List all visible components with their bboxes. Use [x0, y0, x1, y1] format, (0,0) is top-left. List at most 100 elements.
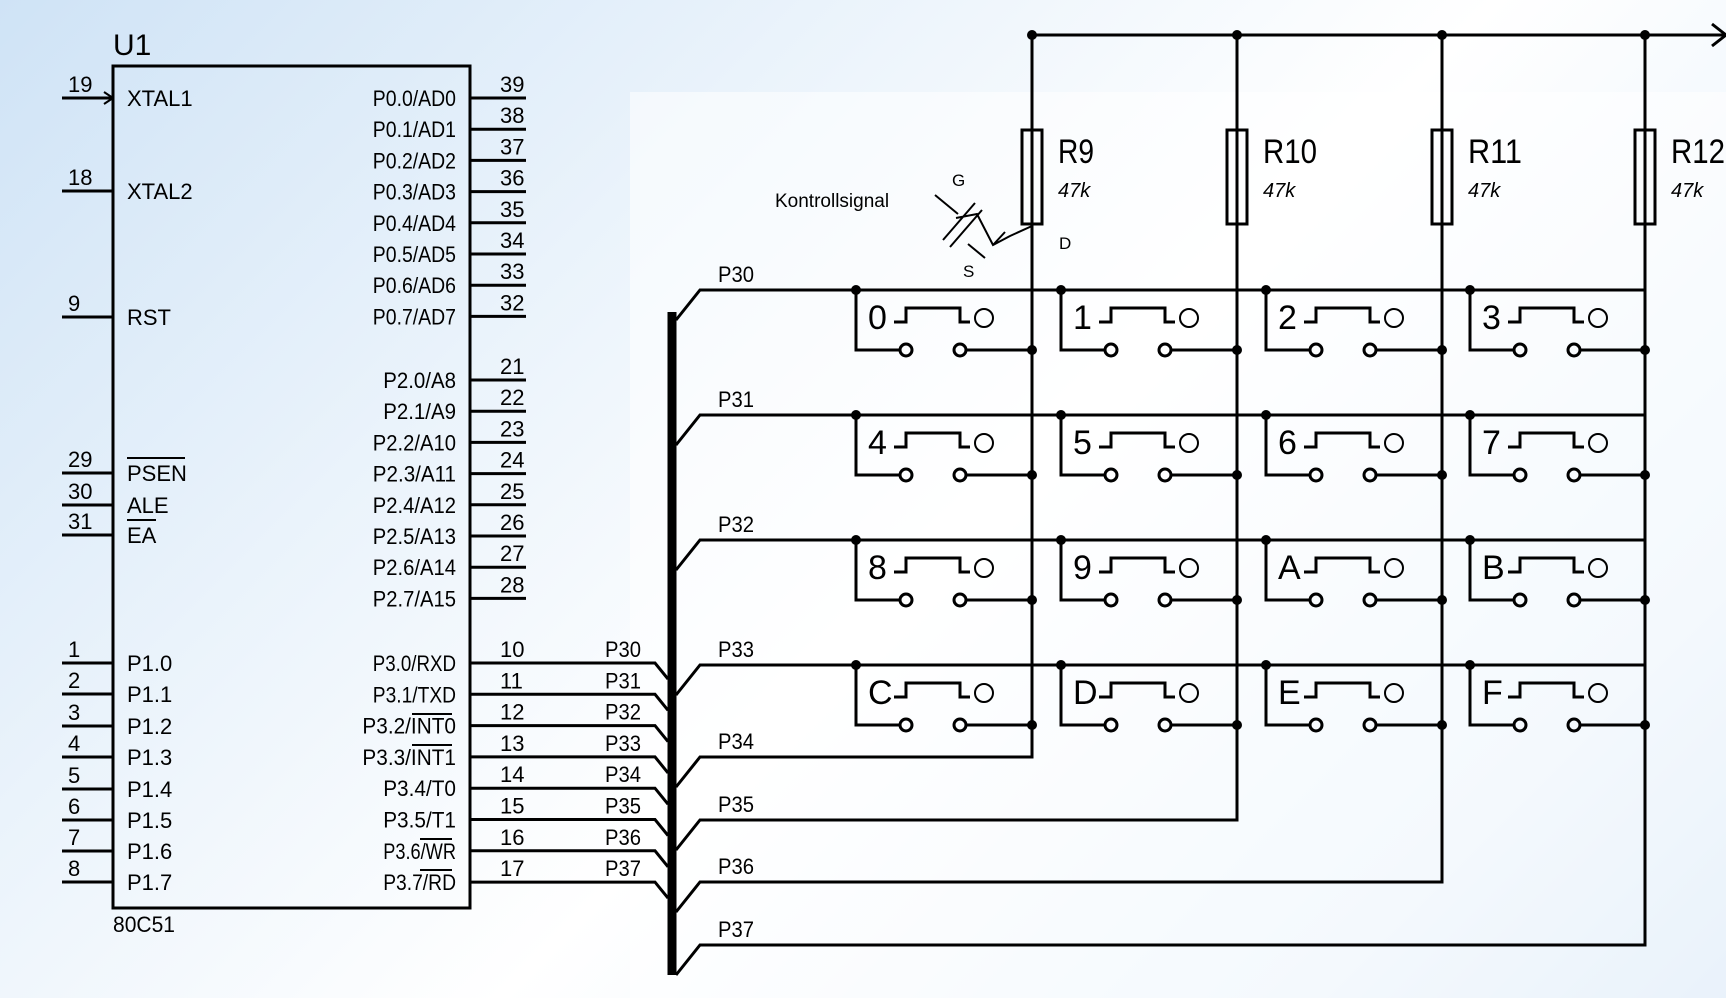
- junction-dot: [1640, 595, 1650, 605]
- junction-dot: [1640, 720, 1650, 730]
- key-actuator: [1508, 681, 1584, 699]
- right-pin-label: P0.3/AD3: [373, 180, 456, 205]
- transistor-symbol: [934, 194, 1033, 259]
- port3-wire: [526, 849, 670, 868]
- resistor-name: R9: [1058, 133, 1094, 171]
- key-label: 7: [1482, 424, 1501, 462]
- key-lead: [1059, 665, 1105, 727]
- right-pin-label: P3.2/INT0: [362, 714, 456, 739]
- key-contact: [1512, 342, 1528, 358]
- port3-net-label: P37: [605, 856, 641, 881]
- key-lead: [854, 540, 900, 602]
- key-contact: [898, 717, 914, 733]
- right-pin-number: 38: [500, 103, 524, 128]
- key-contact: [1512, 717, 1528, 733]
- key-button-icon: [1588, 308, 1608, 328]
- right-pin-number: 21: [500, 354, 524, 379]
- junction-dot: [1027, 720, 1037, 730]
- right-pin-number: 32: [500, 290, 524, 315]
- source-label: S: [963, 262, 974, 281]
- junction-dot: [1027, 345, 1037, 355]
- key-lead: [1468, 415, 1514, 477]
- right-pin-number: 22: [500, 385, 524, 410]
- right-pin-label: P3.3/INT1: [362, 745, 456, 770]
- right-pin-label: P2.7/A15: [373, 586, 456, 611]
- resistor-value: 47k: [1263, 180, 1296, 202]
- key-switch: A: [1261, 535, 1447, 608]
- left-pin-number: 7: [68, 825, 80, 850]
- keypad-panel: [630, 92, 1726, 998]
- key-button-icon: [1179, 558, 1199, 578]
- left-pin-label: P1.0: [127, 651, 172, 676]
- column-wire: [674, 35, 1034, 788]
- left-pin-number: 9: [68, 291, 80, 316]
- column-net-label: P34: [718, 729, 754, 754]
- control-transistor: Kontrollsignal G D S: [775, 171, 1071, 281]
- row-wire: [674, 538, 1645, 571]
- key-label: 5: [1073, 424, 1092, 462]
- column-net-label: P37: [718, 917, 754, 942]
- key-switch: E: [1261, 660, 1447, 733]
- key-lead: [1264, 540, 1310, 602]
- left-pin-number: 1: [68, 637, 80, 662]
- right-pin-number: 27: [500, 541, 524, 566]
- junction-dot: [1232, 470, 1242, 480]
- key-contact: [898, 342, 914, 358]
- junction-dot: [1437, 470, 1447, 480]
- column-net-label: P36: [718, 854, 754, 879]
- key-actuator: [1099, 431, 1175, 449]
- key-lead: [1264, 290, 1310, 352]
- right-pin-label: P3.6/WR: [383, 839, 456, 864]
- port3-wire: [526, 692, 670, 712]
- right-pin-number: 24: [500, 448, 524, 473]
- right-pin-number: 17: [500, 856, 524, 881]
- port3-wire: [526, 818, 670, 837]
- left-pin-label: P1.2: [127, 714, 172, 739]
- supply-rail: [1032, 22, 1726, 48]
- right-pin-label: P2.4/A12: [373, 493, 456, 518]
- key-switch: F: [1465, 660, 1650, 733]
- key-actuator: [1508, 431, 1584, 449]
- right-pin-label: P2.3/A11: [373, 462, 456, 487]
- drain-label: D: [1059, 234, 1071, 253]
- right-pin-label: P0.1/AD1: [373, 117, 456, 142]
- key-contact: [1512, 592, 1528, 608]
- column-wire: [674, 35, 1647, 976]
- port3-wire: [526, 724, 670, 743]
- right-pin-label: P2.5/A13: [373, 524, 456, 549]
- key-button-icon: [1384, 308, 1404, 328]
- junction-dot: [1437, 720, 1447, 730]
- column-wire: [674, 35, 1444, 913]
- key-switch: 8: [851, 535, 1037, 608]
- supply-arrow-icon: [1711, 22, 1726, 48]
- left-pin-label: P1.1: [127, 682, 172, 707]
- left-pin-number: 18: [68, 165, 92, 190]
- key-switch: 5: [1056, 410, 1242, 483]
- key-actuator: [894, 431, 970, 449]
- key-contact: [1308, 592, 1324, 608]
- right-pin-number: 33: [500, 259, 524, 284]
- right-pin-number: 10: [500, 637, 524, 662]
- key-switch: 9: [1056, 535, 1242, 608]
- left-pin-label: EA: [127, 523, 157, 548]
- right-pin-label: P3.1/TXD: [373, 682, 456, 707]
- key-button-icon: [1588, 558, 1608, 578]
- right-pin-label: P0.5/AD5: [373, 242, 456, 267]
- key-contact: [1308, 342, 1324, 358]
- key-switch: 1: [1056, 285, 1242, 358]
- right-pins: 39P0.0/AD038P0.1/AD137P0.2/AD236P0.3/AD3…: [362, 72, 526, 895]
- key-contact: [898, 592, 914, 608]
- right-pin-label: P0.7/AD7: [373, 304, 456, 329]
- left-pin-label: P1.5: [127, 808, 172, 833]
- key-actuator: [1508, 306, 1584, 324]
- row-wire: [674, 288, 1645, 321]
- key-button-icon: [974, 433, 994, 453]
- left-pin-number: 29: [68, 447, 92, 472]
- resistor-value: 47k: [1671, 180, 1704, 202]
- resistor-name: R11: [1468, 133, 1522, 171]
- key-button-icon: [1179, 308, 1199, 328]
- right-pin-number: 16: [500, 825, 524, 850]
- key-actuator: [1099, 681, 1175, 699]
- right-pin-label: P3.5/T1: [383, 808, 456, 833]
